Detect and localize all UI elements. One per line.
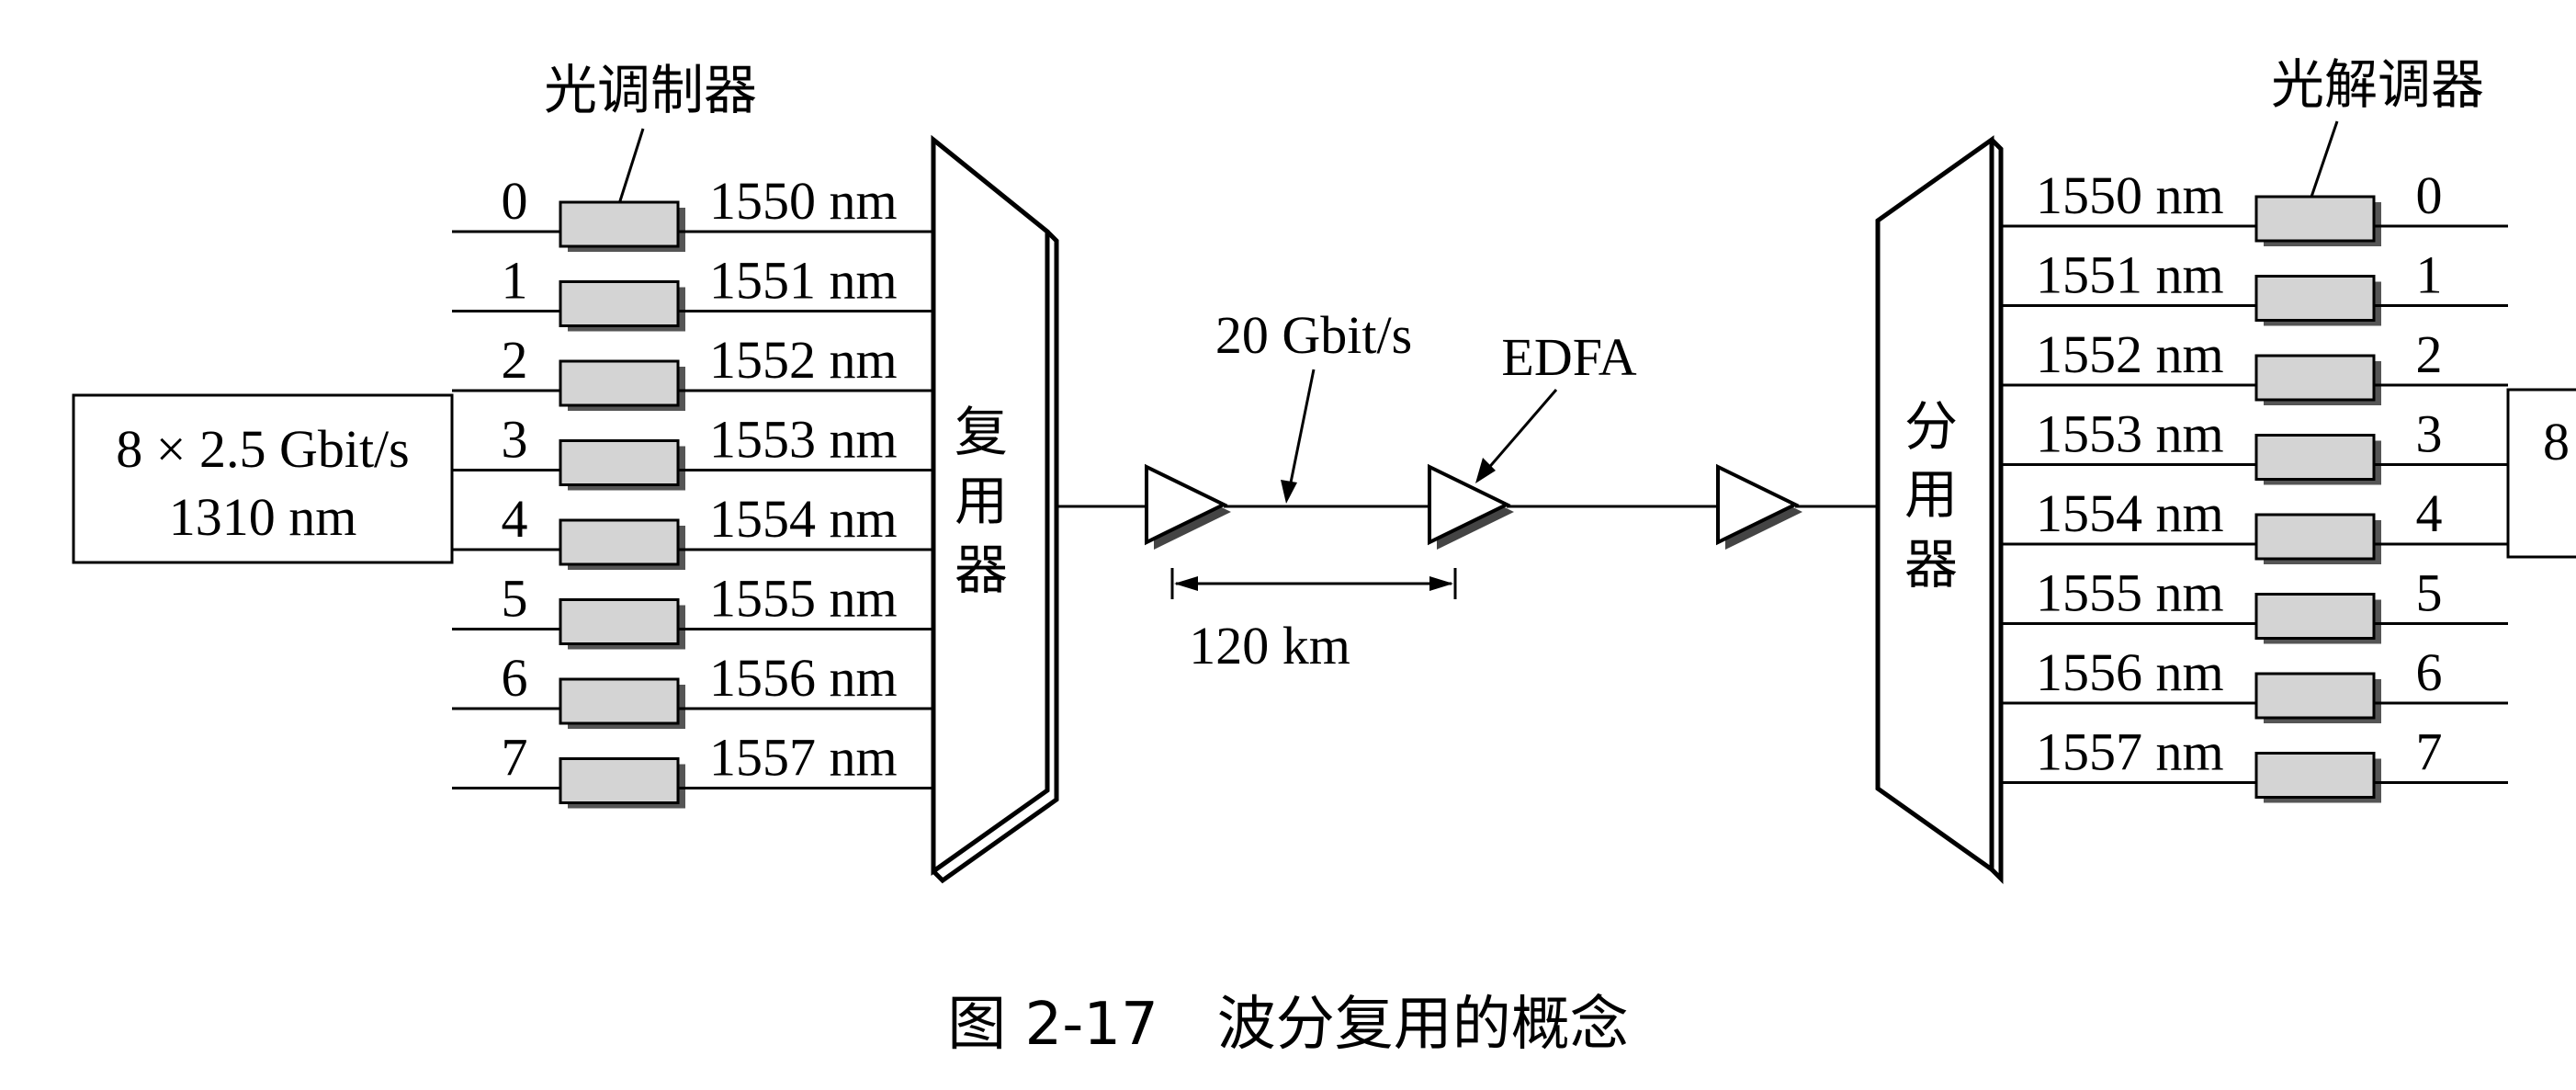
edfa-label: EDFA [1501, 327, 1636, 387]
modulator-block [559, 200, 680, 248]
channel-index: 4 [2416, 483, 2443, 543]
link-rate-arrowhead [1281, 480, 1297, 504]
left-channel-row: 3 1553 nm [452, 410, 933, 491]
right-channel-row: 1553 nm 3 [2001, 404, 2508, 485]
right-channels: 1550 nm 0 1551 nm 1 1552 nm 2 1553 nm 3 1554 nm 4… [2001, 165, 2508, 803]
edfa-pointer [1485, 389, 1558, 471]
amplifier-1 [1145, 463, 1231, 550]
channel-wavelength: 1554 nm [709, 489, 898, 549]
channel-wavelength: 1551 nm [2036, 245, 2224, 305]
modulator-block [559, 439, 680, 486]
demultiplexer-char-1: 分 [1904, 395, 1958, 458]
channel-index: 7 [2416, 722, 2443, 782]
channel-wavelength: 1555 nm [709, 569, 898, 629]
channel-index: 0 [2416, 165, 2443, 225]
channel-wavelength: 1550 nm [709, 171, 898, 231]
channel-index: 6 [2416, 642, 2443, 702]
demodulator-block [2254, 752, 2376, 799]
multiplexer-char-2: 用 [955, 470, 1008, 532]
left-channel-row: 4 1554 nm [452, 489, 933, 570]
modulator-block [559, 677, 680, 725]
modulator-block [559, 598, 680, 645]
channel-wavelength: 1552 nm [709, 330, 898, 390]
left-channel-row: 2 1552 nm [452, 330, 933, 411]
channel-wavelength: 1554 nm [2036, 483, 2224, 543]
right-channel-row: 1550 nm 0 [2001, 165, 2508, 246]
channel-wavelength: 1557 nm [709, 728, 898, 788]
right-channel-row: 1556 nm 6 [2001, 642, 2508, 723]
demultiplexer: 分 用 器 [1875, 135, 2004, 885]
modulator-block [559, 757, 680, 804]
demodulator-block [2254, 354, 2376, 402]
channel-index: 5 [2416, 563, 2443, 623]
channel-index: 2 [502, 330, 528, 390]
channel-index: 1 [502, 251, 528, 311]
demodulator-block [2254, 513, 2376, 561]
demodulator-block [2254, 195, 2376, 243]
channel-wavelength: 1555 nm [2036, 563, 2224, 623]
span-length-label: 120 km [1189, 616, 1350, 676]
source-box: 8 × 2.5 Gbit/s 1310 nm [72, 393, 454, 564]
multiplexer-char-1: 复 [955, 401, 1008, 463]
channel-wavelength: 1556 nm [2036, 642, 2224, 702]
demodulator-label: 光解调器 [2271, 53, 2484, 116]
demodulator-block [2254, 434, 2376, 481]
channel-wavelength: 1553 nm [709, 410, 898, 470]
channel-index: 1 [2416, 245, 2443, 305]
channel-index: 3 [2416, 404, 2443, 464]
demodulator-block [2254, 275, 2376, 322]
demodulator-block [2254, 593, 2376, 640]
amplifier-3 [1716, 463, 1802, 550]
right-channel-row: 1552 nm 2 [2001, 324, 2508, 405]
demultiplexer-char-2: 用 [1904, 463, 1958, 526]
figure-caption: 图 2-17 波分复用的概念 [947, 991, 1629, 1059]
right-channel-row: 1557 nm 7 [2001, 722, 2508, 803]
channel-wavelength: 1551 nm [709, 251, 898, 311]
channel-index: 7 [502, 728, 528, 788]
amplifier-2 [1428, 463, 1514, 550]
modulator-label: 光调制器 [544, 59, 757, 121]
modulator-block [559, 359, 680, 407]
demultiplexer-char-3: 器 [1904, 533, 1958, 596]
span-dimension [1170, 568, 1457, 599]
left-channel-row: 6 1556 nm [452, 648, 933, 729]
sink-label-partial: 8 [2543, 412, 2570, 471]
channel-index: 0 [502, 171, 528, 231]
source-rate-label: 8 × 2.5 Gbit/s [116, 419, 410, 479]
multiplexer-char-3: 器 [955, 539, 1008, 601]
channel-wavelength: 1557 nm [2036, 722, 2224, 782]
channel-wavelength: 1556 nm [709, 648, 898, 708]
channel-wavelength: 1553 nm [2036, 404, 2224, 464]
link-rate-pointer [1288, 369, 1316, 488]
left-channel-row: 0 1550 nm [452, 171, 933, 252]
edfa-arrowhead [1475, 458, 1496, 483]
channel-index: 2 [2416, 324, 2443, 384]
modulator-pointer [616, 128, 645, 210]
left-channel-row: 1 1551 nm [452, 251, 933, 332]
link-rate-label: 20 Gbit/s [1215, 305, 1412, 365]
modulator-block [559, 518, 680, 566]
modulator-block [559, 280, 680, 327]
left-channels: 0 1550 nm 1 1551 nm 2 1552 nm 3 1553 nm 4 1554 nm… [452, 171, 933, 809]
source-wavelength-label: 1310 nm [169, 487, 357, 547]
multiplexer: 复 用 器 [931, 134, 1059, 884]
left-channel-row: 5 1555 nm [452, 569, 933, 650]
channel-index: 5 [502, 569, 528, 629]
right-channel-row: 1554 nm 4 [2001, 483, 2508, 564]
channel-index: 6 [502, 648, 528, 708]
left-channel-row: 7 1557 nm [452, 728, 933, 809]
channel-index: 4 [502, 489, 528, 549]
channel-wavelength: 1552 nm [2036, 324, 2224, 384]
channel-wavelength: 1550 nm [2036, 165, 2224, 225]
right-channel-row: 1555 nm 5 [2001, 563, 2508, 644]
sink-box: 8 [2506, 388, 2576, 559]
channel-index: 3 [502, 410, 528, 470]
right-channel-row: 1551 nm 1 [2001, 245, 2508, 326]
demodulator-pointer [2308, 120, 2339, 203]
demodulator-block [2254, 672, 2376, 720]
